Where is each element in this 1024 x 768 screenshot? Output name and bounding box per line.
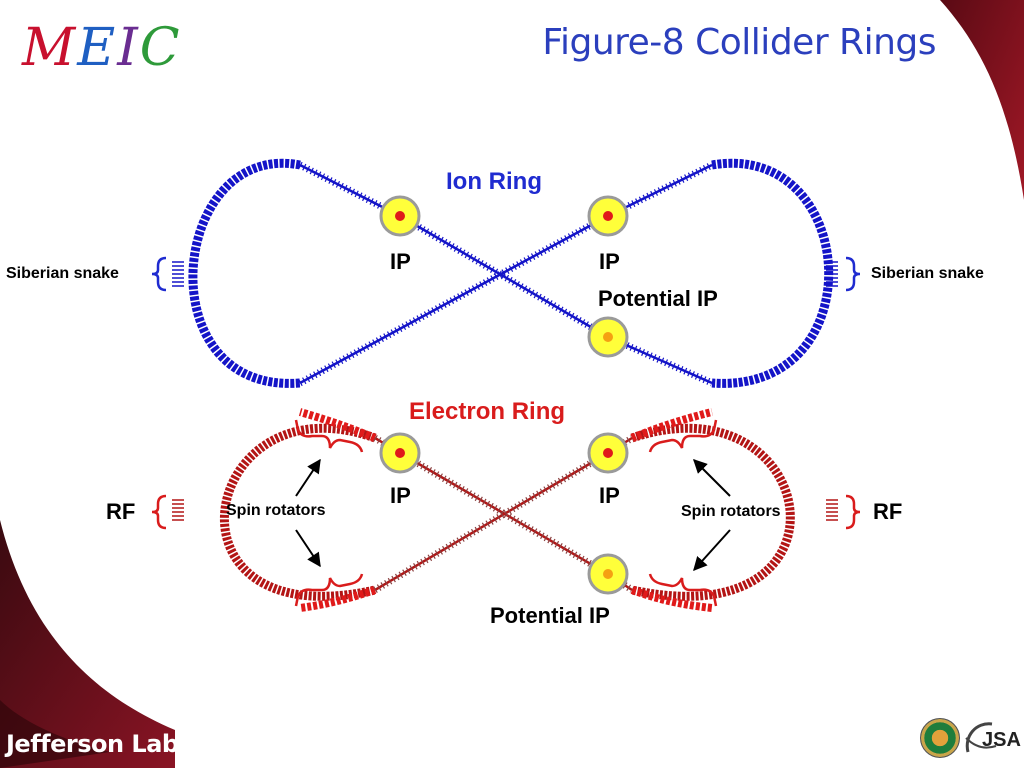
ion-ip-right-label: IP	[599, 249, 620, 274]
electron-ip-right-label: IP	[599, 483, 620, 508]
spin-rotators-right-label: Spin rotators	[681, 503, 781, 520]
spin-brace-ul	[294, 419, 364, 453]
logo-letter-e: E	[77, 18, 118, 78]
electron-potential-ip-label: Potential IP	[490, 603, 610, 628]
ion-ring-label: Ion Ring	[446, 168, 542, 195]
meic-logo: MEIC	[22, 18, 182, 78]
spin-brace-ur	[648, 419, 718, 453]
spin-rotators-left-label: Spin rotators	[226, 502, 326, 519]
ion-ip-right-marker	[587, 195, 629, 237]
electron-ip-right-marker	[587, 432, 629, 474]
ion-ring-right-arc	[711, 158, 834, 388]
siberian-snake-left-label: Siberian snake	[6, 265, 119, 282]
siberian-snake-right-label: Siberian snake	[871, 265, 984, 282]
electron-ring-label: Electron Ring	[409, 398, 566, 425]
spin-rotator-segment-ur	[630, 408, 713, 442]
jsa-logo-text: JSA	[982, 729, 1021, 751]
electron-ring-left-arc	[220, 423, 377, 601]
electron-potential-ip-marker	[587, 553, 629, 595]
electron-ip-left-label: IP	[390, 483, 411, 508]
ion-snake-right-brace	[845, 256, 861, 292]
page-title: Figure-8 Collider Rings	[542, 22, 936, 63]
logo-letter-m: M	[22, 18, 78, 78]
logo-letter-c: C	[139, 18, 182, 78]
spin-arrow-lr	[693, 529, 731, 572]
doe-seal-icon	[920, 718, 960, 758]
ion-ring-straight-1	[299, 163, 713, 385]
jefferson-lab-logo: Jefferson Lab	[6, 730, 179, 758]
ion-potential-ip-label: Potential IP	[598, 286, 718, 311]
rf-right-brace	[845, 494, 861, 530]
spin-arrow-ll	[295, 529, 321, 568]
spin-rotator-segment-ll	[299, 586, 377, 612]
logo-letter-i: I	[117, 18, 140, 78]
spin-brace-lr	[648, 573, 718, 607]
rf-left-brace	[151, 494, 167, 530]
jsa-logo: JSA	[965, 722, 1021, 753]
spin-arrow-ul	[295, 458, 321, 497]
ion-ring	[151, 158, 861, 388]
ion-ip-left-marker	[379, 195, 421, 237]
ion-snake-left-brace	[151, 256, 167, 292]
spin-brace-ll	[294, 573, 364, 607]
spin-rotator-segment-lr	[630, 586, 713, 612]
spin-rotator-segment-ul	[298, 408, 377, 442]
rf-right-label: RF	[873, 499, 903, 524]
ion-potential-ip-marker	[587, 316, 629, 358]
rf-left-label: RF	[106, 499, 136, 524]
electron-ring-right-arc	[630, 423, 795, 601]
ion-ip-left-label: IP	[390, 249, 411, 274]
spin-arrow-ur	[693, 459, 731, 497]
electron-ip-left-marker	[379, 432, 421, 474]
ion-ring-left-arc	[188, 158, 301, 388]
